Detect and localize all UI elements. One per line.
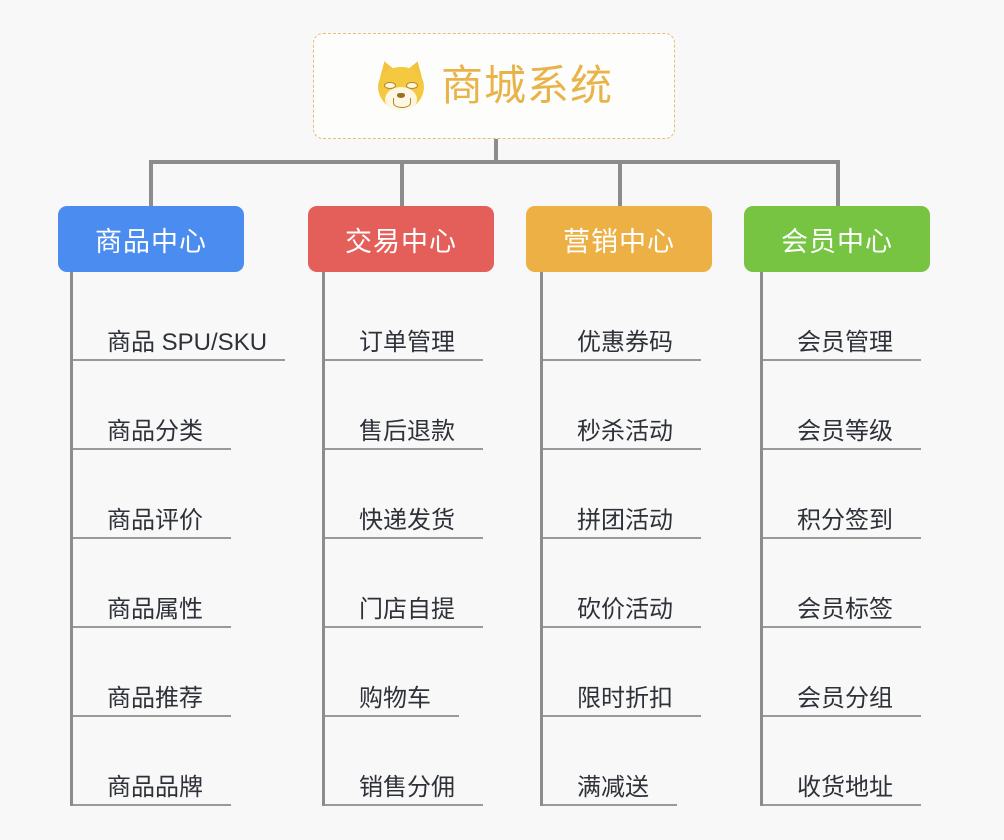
list-item[interactable]: 商品推荐 — [73, 628, 231, 717]
leaf-label: 会员分组 — [797, 684, 893, 712]
connector-root-stem — [494, 139, 498, 164]
connector-drop-1 — [149, 160, 153, 206]
category-title-member: 会员中心 — [781, 226, 893, 257]
leaf-label: 优惠券码 — [577, 328, 673, 356]
list-item[interactable]: 购物车 — [325, 628, 459, 717]
root-title: 商城系统 — [440, 62, 613, 109]
column-spine-product — [70, 272, 73, 806]
leaf-label: 商品品牌 — [107, 773, 203, 801]
list-item[interactable]: 销售分佣 — [325, 717, 483, 806]
leaf-label: 订单管理 — [359, 328, 455, 356]
column-spine-marketing — [540, 272, 543, 806]
list-item[interactable]: 商品分类 — [73, 361, 231, 450]
category-title-marketing: 营销中心 — [563, 226, 675, 257]
category-box-trade[interactable]: 交易中心 — [308, 206, 494, 272]
list-item[interactable]: 售后退款 — [325, 361, 483, 450]
list-item[interactable]: 砍价活动 — [543, 539, 701, 628]
shiba-eye-right-icon — [405, 82, 418, 89]
list-item[interactable]: 商品评价 — [73, 450, 231, 539]
leaf-label: 会员等级 — [797, 417, 893, 445]
leaf-label: 商品属性 — [107, 595, 203, 623]
connector-drop-3 — [618, 160, 622, 206]
list-item[interactable]: 会员分组 — [763, 628, 921, 717]
list-item[interactable]: 拼团活动 — [543, 450, 701, 539]
leaf-label: 积分签到 — [797, 506, 893, 534]
list-item[interactable]: 收货地址 — [763, 717, 921, 806]
leaf-label: 购物车 — [359, 684, 431, 712]
list-item[interactable]: 会员等级 — [763, 361, 921, 450]
leaf-label: 会员标签 — [797, 595, 893, 623]
connector-drop-2 — [400, 160, 404, 206]
leaf-label: 快递发货 — [359, 506, 455, 534]
shiba-dog-icon — [373, 58, 429, 112]
leaf-label: 商品推荐 — [107, 684, 203, 712]
list-item[interactable]: 商品品牌 — [73, 717, 231, 806]
leaf-label: 秒杀活动 — [577, 417, 673, 445]
root-node-content: 商城系统 — [373, 58, 613, 112]
list-item[interactable]: 快递发货 — [325, 450, 483, 539]
category-box-member[interactable]: 会员中心 — [744, 206, 930, 272]
leaf-label: 会员管理 — [797, 328, 893, 356]
shiba-nose-icon — [396, 93, 405, 98]
shiba-mouth-icon — [392, 98, 411, 108]
shiba-eye-left-icon — [383, 82, 396, 89]
leaf-label: 门店自提 — [359, 595, 455, 623]
leaf-label: 拼团活动 — [577, 506, 673, 534]
list-item[interactable]: 会员管理 — [763, 272, 921, 361]
list-item[interactable]: 秒杀活动 — [543, 361, 701, 450]
leaf-label: 销售分佣 — [359, 773, 455, 801]
column-spine-member — [760, 272, 763, 806]
leaf-label: 商品评价 — [107, 506, 203, 534]
category-title-product: 商品中心 — [95, 226, 207, 257]
leaf-label: 售后退款 — [359, 417, 455, 445]
category-box-marketing[interactable]: 营销中心 — [526, 206, 712, 272]
list-item[interactable]: 优惠券码 — [543, 272, 701, 361]
list-item[interactable]: 积分签到 — [763, 450, 921, 539]
connector-drop-4 — [836, 160, 840, 206]
root-node[interactable]: 商城系统 — [313, 33, 675, 139]
connector-bus-horizontal — [151, 160, 839, 164]
leaf-label: 收货地址 — [797, 773, 893, 801]
list-item[interactable]: 会员标签 — [763, 539, 921, 628]
list-item[interactable]: 门店自提 — [325, 539, 483, 628]
leaf-label: 限时折扣 — [577, 684, 673, 712]
column-spine-trade — [322, 272, 325, 806]
leaf-label: 砍价活动 — [577, 595, 673, 623]
category-box-product[interactable]: 商品中心 — [58, 206, 244, 272]
list-item[interactable]: 订单管理 — [325, 272, 483, 361]
leaf-label: 满减送 — [577, 773, 649, 801]
list-item[interactable]: 商品 SPU/SKU — [73, 272, 285, 361]
list-item[interactable]: 满减送 — [543, 717, 677, 806]
list-item[interactable]: 商品属性 — [73, 539, 231, 628]
leaf-label: 商品分类 — [107, 417, 203, 445]
shiba-head-icon — [377, 67, 424, 110]
list-item[interactable]: 限时折扣 — [543, 628, 701, 717]
leaf-label: 商品 SPU/SKU — [107, 328, 268, 356]
category-title-trade: 交易中心 — [345, 226, 457, 257]
